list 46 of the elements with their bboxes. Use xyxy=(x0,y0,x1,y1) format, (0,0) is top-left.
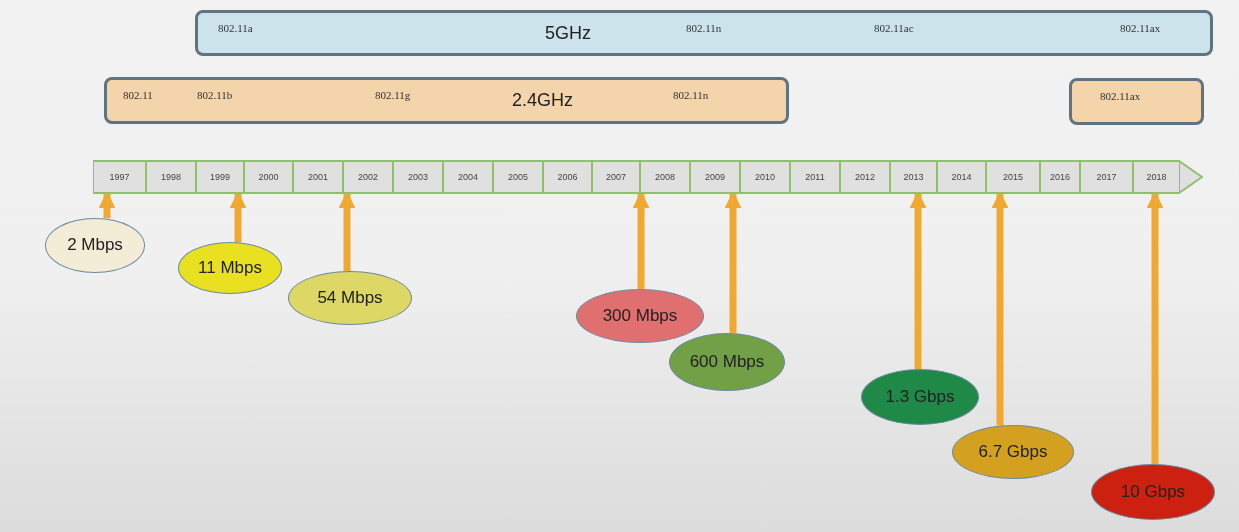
year-cell: 2004 xyxy=(443,161,493,193)
year-cell: 2012 xyxy=(840,161,890,193)
year-cell: 2007 xyxy=(592,161,640,193)
arrow xyxy=(1146,191,1164,464)
speed-ellipse: 11 Mbps xyxy=(178,242,282,294)
speed-ellipse: 2 Mbps xyxy=(45,217,145,273)
band-label: 5GHz xyxy=(545,23,591,44)
year-cell: 2002 xyxy=(343,161,393,193)
year-cell: 1998 xyxy=(146,161,196,193)
year-cell: 2003 xyxy=(393,161,443,193)
year-cell: 2000 xyxy=(244,161,293,193)
speed-ellipse: 600 Mbps xyxy=(669,333,785,391)
speed-ellipse: 300 Mbps xyxy=(576,289,704,343)
standard-label: 802.11a xyxy=(218,22,253,34)
year-cell: 1999 xyxy=(196,161,244,193)
year-cell: 2016 xyxy=(1040,161,1080,193)
year-cell: 2017 xyxy=(1080,161,1133,193)
speed-ellipse: 10 Gbps xyxy=(1091,464,1215,520)
standard-label: 802.11ax xyxy=(1120,22,1161,34)
standard-label: 802.11b xyxy=(197,89,233,101)
standard-label: 802.11n xyxy=(673,89,709,101)
standard-label: 802.11g xyxy=(375,89,411,101)
frequency-band xyxy=(1069,78,1204,125)
band-label: 2.4GHz xyxy=(512,90,574,111)
year-cell: 2010 xyxy=(740,161,790,193)
year-cell: 2014 xyxy=(937,161,986,193)
year-cell: 2009 xyxy=(690,161,740,193)
standard-label: 802.11ax xyxy=(1100,90,1141,102)
year-cell: 1997 xyxy=(93,161,146,193)
year-cell: 2001 xyxy=(293,161,343,193)
year-cell: 2008 xyxy=(640,161,690,193)
speed-ellipse: 54 Mbps xyxy=(288,271,412,325)
frequency-band xyxy=(195,10,1213,56)
year-cell: 2011 xyxy=(790,161,840,193)
arrow xyxy=(98,191,116,219)
standard-label: 802.11 xyxy=(123,89,153,101)
year-cell: 2006 xyxy=(543,161,592,193)
speed-ellipse: 6.7 Gbps xyxy=(952,425,1074,479)
standard-label: 802.11n xyxy=(686,22,722,34)
standard-label: 802.11ac xyxy=(874,22,914,34)
year-cell: 2018 xyxy=(1133,161,1180,193)
year-cell: 2005 xyxy=(493,161,543,193)
speed-ellipse: 1.3 Gbps xyxy=(861,369,979,425)
year-cell: 2015 xyxy=(986,161,1040,193)
year-cell: 2013 xyxy=(890,161,937,193)
frequency-band xyxy=(104,77,789,124)
